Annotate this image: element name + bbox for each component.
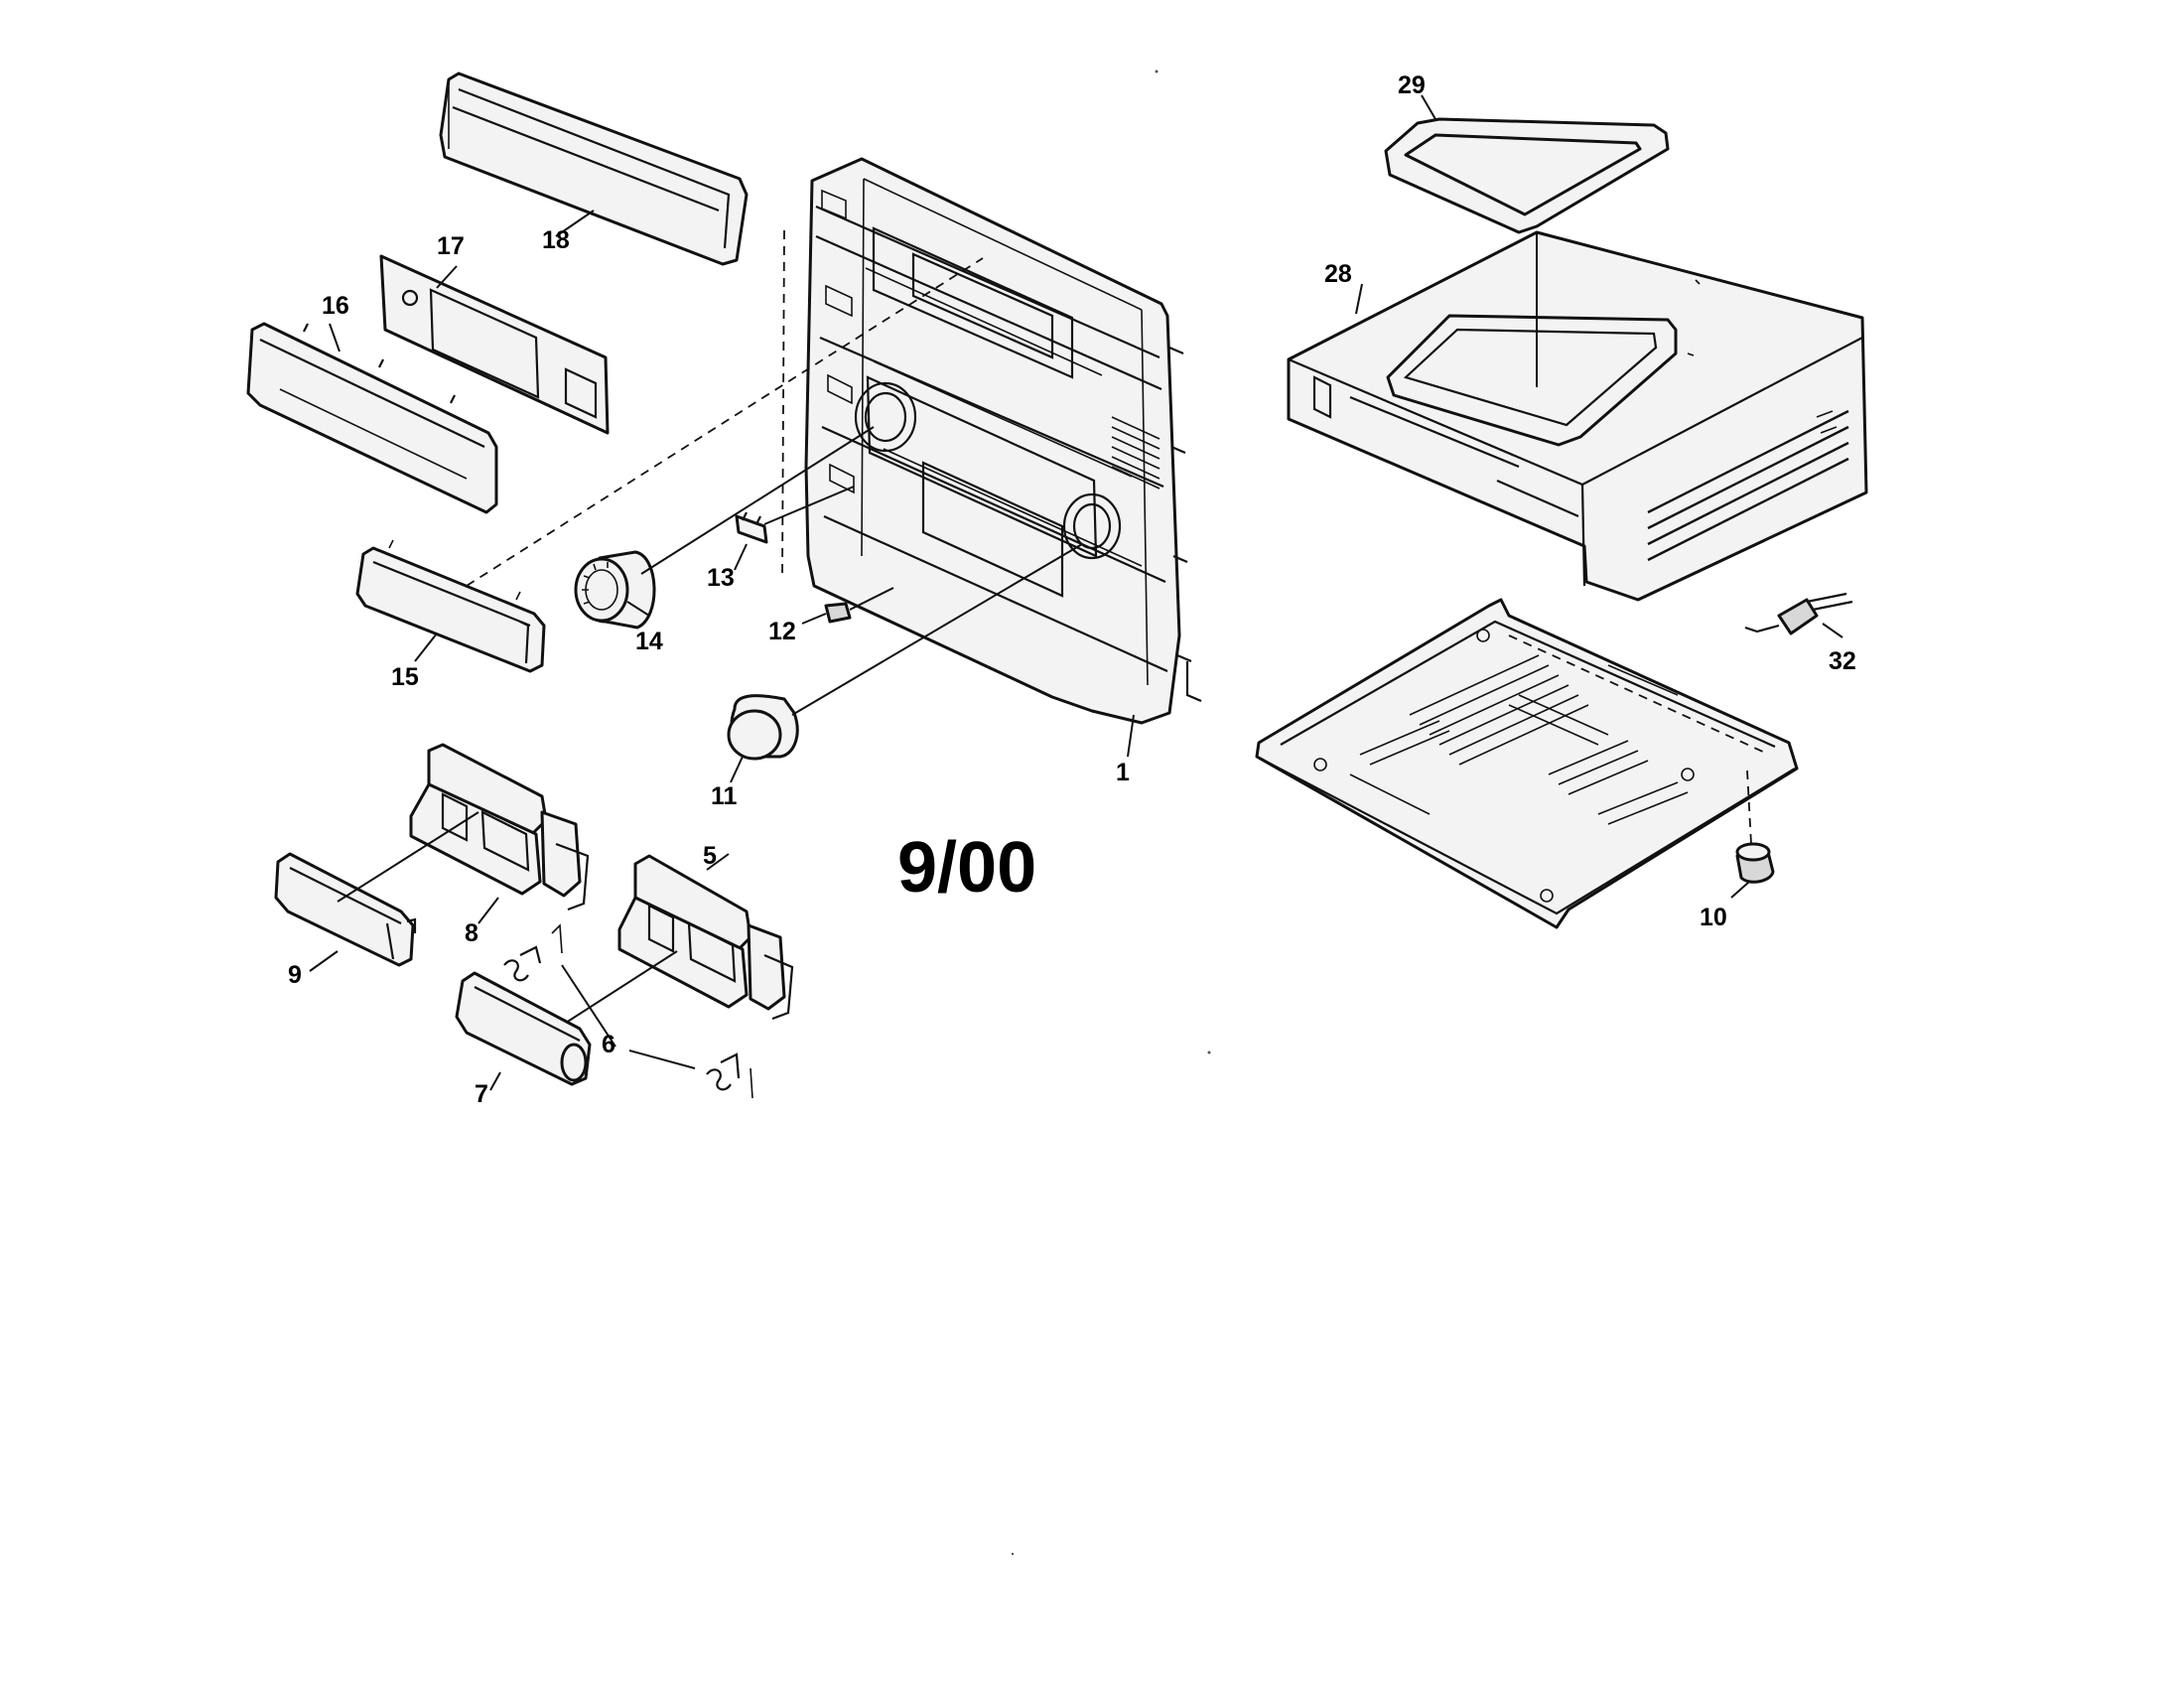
scan-speck (1207, 1051, 1211, 1054)
part-16-front-panel (246, 322, 498, 514)
part-18-top-trim (439, 71, 749, 266)
part-labels: 18 17 16 15 14 13 12 11 1 29 28 32 10 5 … (288, 71, 1856, 1108)
label-part-18: 18 (542, 226, 570, 254)
part-29-top-ring (1384, 117, 1670, 234)
part-5-cassette-holder (617, 854, 794, 1021)
label-part-9: 9 (288, 961, 302, 989)
label-part-12: 12 (768, 618, 796, 645)
label-part-1: 1 (1116, 759, 1130, 786)
label-part-17: 17 (437, 232, 465, 260)
scan-speck (1155, 70, 1159, 73)
label-part-7: 7 (475, 1080, 488, 1108)
scan-speck (1011, 1552, 1015, 1556)
part-6-springs (503, 945, 753, 1099)
part-10-foot (1735, 842, 1775, 884)
guide-line (466, 257, 984, 587)
label-part-13: 13 (707, 564, 735, 592)
part-1-grille (1111, 416, 1160, 490)
label-part-29: 29 (1398, 71, 1426, 99)
label-leaders (309, 94, 1843, 1091)
date-stamp: 9/00 (897, 828, 1036, 908)
part-7-cassette-door (455, 950, 678, 1086)
part-chassis-base (1255, 598, 1799, 929)
guide-line (781, 229, 785, 577)
part-8-cassette-holder (409, 743, 590, 954)
part-13-bracket (735, 486, 855, 544)
label-part-10: 10 (1700, 904, 1727, 931)
part-15-front-strip (355, 539, 546, 673)
part-14-knob (574, 426, 875, 630)
part-12-button (824, 587, 894, 624)
part-17-display-panel (379, 254, 610, 435)
label-part-32: 32 (1829, 647, 1856, 675)
part-11-knob (727, 543, 1083, 761)
label-part-14: 14 (635, 628, 663, 655)
label-part-5: 5 (703, 842, 717, 870)
chassis-vents (1359, 654, 1689, 825)
part-28-top-cover (1287, 230, 1868, 602)
label-part-16: 16 (322, 292, 349, 320)
label-part-8: 8 (465, 919, 478, 947)
label-part-15: 15 (391, 663, 419, 691)
part-32-ac-plug (1744, 592, 1853, 635)
label-part-28: 28 (1324, 260, 1352, 288)
label-part-11: 11 (711, 782, 738, 810)
label-part-6: 6 (602, 1031, 615, 1058)
part-9-cassette-door (274, 811, 479, 967)
part-1-main-cabinet (804, 157, 1202, 725)
